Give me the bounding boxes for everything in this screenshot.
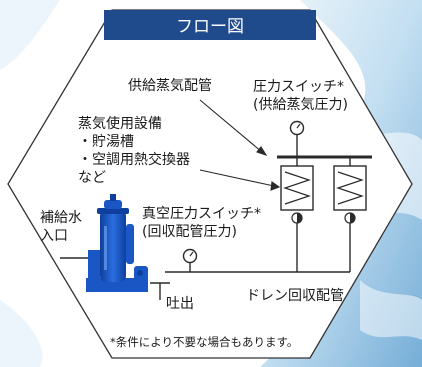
equipment-item-etc: など	[78, 170, 106, 186]
drain-recovery-pipe-label: ドレン回収配管	[246, 288, 344, 304]
pressure-gauge-icon	[289, 120, 305, 136]
title-banner: フロー図	[104, 10, 316, 40]
pressure-switch-sublabel: (供給蒸気圧力)	[253, 97, 348, 113]
steam-supply-pipe-label: 供給蒸気配管	[128, 78, 212, 94]
vacuum-switch-sublabel: (回収配管圧力)	[142, 224, 237, 240]
vacuum-switch-label: 真空圧力スイッチ*	[142, 206, 261, 222]
discharge-label: 吐出	[166, 296, 194, 312]
equipment-item-exchanger: ・空調用熱交換器	[78, 151, 190, 168]
steam-equipment-label: 蒸気使用設備	[78, 115, 162, 132]
condensate-pump-unit	[86, 194, 148, 292]
equipment-item-tank: ・貯湯槽	[78, 133, 134, 150]
footnote: *条件により不要な場合もあります。	[110, 335, 298, 349]
pipes	[60, 134, 372, 300]
makeup-water-inlet-label: 入口	[40, 228, 68, 244]
vacuum-gauge-icon	[182, 248, 198, 264]
heat-exchanger-1	[280, 165, 314, 224]
heat-exchanger-2	[333, 165, 367, 224]
leader-arrows	[199, 99, 281, 191]
makeup-water-label: 補給水	[40, 210, 82, 226]
pressure-switch-label: 圧力スイッチ*	[253, 79, 344, 95]
diagram-title: フロー図	[176, 17, 244, 37]
